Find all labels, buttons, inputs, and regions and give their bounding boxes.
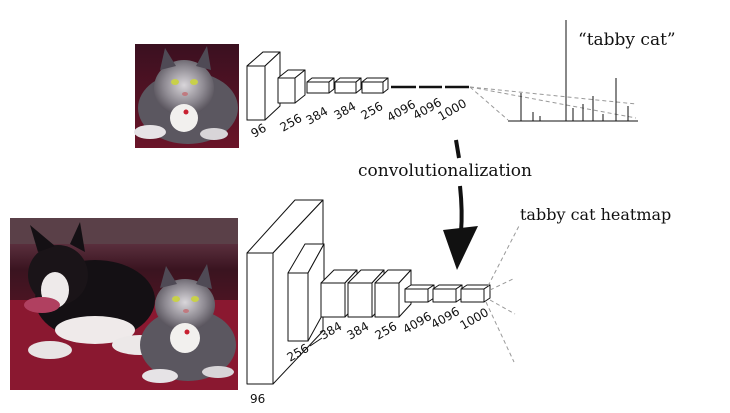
- bottom-label-256b: 256: [373, 319, 400, 343]
- arrow-down-icon: [443, 139, 478, 270]
- bottom-layer-4096b-block: [432, 284, 463, 303]
- top-network: 96 256 384 384 256 4096 4096 1000: [246, 51, 637, 141]
- bottom-layer-256b-block: [374, 269, 412, 318]
- top-label-384b: 384: [332, 99, 359, 123]
- bottom-layer-1000-block: [460, 284, 491, 303]
- bottom-layer-256-block: [287, 243, 325, 342]
- top-layer-384a-block: [306, 77, 335, 94]
- top-label-96: 96: [249, 121, 269, 141]
- top-label-384a: 384: [304, 104, 331, 128]
- top-output-label: “tabby cat”: [578, 30, 676, 50]
- top-layer-96-block: [246, 51, 281, 121]
- bottom-label-4096a: 4096: [401, 309, 434, 336]
- bottom-label-1000: 1000: [458, 305, 491, 332]
- bottom-label-384b: 384: [345, 319, 372, 343]
- bottom-output-label: tabby cat heatmap: [520, 205, 671, 224]
- bottom-dog-cat-photo: [10, 218, 238, 390]
- top-layer-256b-block: [361, 77, 389, 94]
- top-cat-photo: [134, 44, 239, 148]
- bottom-label-4096b: 4096: [429, 304, 462, 331]
- top-label-256b: 256: [359, 99, 386, 123]
- top-layer-256-block: [277, 69, 306, 104]
- bottom-label-96: 96: [250, 392, 265, 406]
- top-label-1000: 1000: [436, 96, 469, 123]
- transition-label: convolutionalization: [358, 161, 532, 181]
- top-label-256: 256: [278, 111, 305, 135]
- bottom-network: 96 256 384 384 256 4096 4096 1000: [246, 199, 521, 406]
- top-layer-384b-block: [334, 77, 362, 94]
- bottom-layer-4096a-block: [404, 284, 435, 303]
- class-score-spikes: [508, 20, 638, 122]
